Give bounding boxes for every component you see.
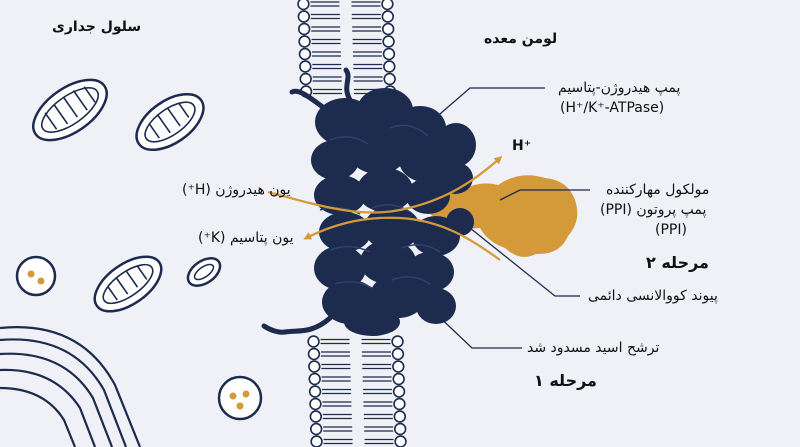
gastric-lumen-label: لومن معده <box>484 31 558 47</box>
lipid-head <box>383 60 396 73</box>
lipid-head <box>393 422 407 436</box>
lipid-head <box>381 22 395 36</box>
lipid-head <box>392 385 406 398</box>
lipid-head <box>308 385 322 398</box>
lipid-head <box>392 360 405 373</box>
protein-texture <box>319 124 441 289</box>
lipid-head <box>308 360 321 373</box>
acid-blocked-label: ترشح اسید مسدود شد <box>527 340 660 356</box>
h-ion-label: H⁺ <box>512 138 532 154</box>
lipid-head <box>299 60 312 73</box>
lipid-head <box>308 372 321 386</box>
lipid-head <box>391 335 404 348</box>
ppi-label-line2: پمپ پروتون (PPI) <box>600 202 707 218</box>
lipid-head <box>309 422 323 436</box>
mitochondrion-1 <box>32 78 108 142</box>
pump-name-label: پمپ هیدروژن-پتاسیم <box>558 80 681 96</box>
ion-arrows <box>267 155 503 261</box>
step-1-label: مرحله ۱ <box>534 371 597 390</box>
lipid-head <box>393 397 406 411</box>
mitochondrion-4 <box>186 257 222 287</box>
hydrogen-ion-label: یون هیدروژن (H⁺) <box>182 182 291 198</box>
lipid-head <box>382 47 396 61</box>
potassium-ion-label: یون پتاسیم (K⁺) <box>198 230 294 246</box>
lipid-head <box>383 72 396 86</box>
lipid-head <box>310 435 323 447</box>
lipid-head <box>381 10 395 23</box>
lipid-head <box>307 347 321 361</box>
covalent-bond-label: پیوند کووالانسی دائمی <box>588 288 718 304</box>
lipid-head <box>309 397 322 411</box>
proton-pump-protein <box>311 88 476 336</box>
lipid-head <box>297 22 311 36</box>
protein-chain-tails <box>261 67 353 335</box>
ppi-inhibitor-molecule <box>420 175 578 257</box>
vesicle-2 <box>217 375 263 421</box>
mitochondrion-2 <box>135 92 205 152</box>
lipid-head <box>392 372 405 386</box>
ppi-label-line1: مولکول مهارکننده <box>606 182 710 198</box>
lipid-head <box>309 410 323 423</box>
cell-membrane <box>0 326 142 447</box>
lipid-head <box>393 410 407 423</box>
lipid-head <box>297 10 311 23</box>
step-2-label: مرحله ۲ <box>646 253 709 272</box>
pump-formula-label: (H⁺/K⁺-ATPase) <box>560 100 665 116</box>
lipid-head <box>382 35 395 48</box>
vesicle-1 <box>15 255 57 297</box>
parietal-cell-label: سلول جداری <box>52 19 142 35</box>
ppi-label-line3: (PPI) <box>655 222 687 238</box>
mitochondrion-3 <box>93 255 163 313</box>
lipid-head <box>297 0 310 11</box>
lipid-head <box>298 35 311 48</box>
lipid-head <box>391 347 405 361</box>
lipid-head <box>299 72 312 86</box>
lipid-head <box>307 335 320 348</box>
lipid-head <box>381 0 394 11</box>
lipid-head <box>394 435 407 447</box>
lipid-head <box>298 47 312 61</box>
lipid-bilayer <box>297 0 407 447</box>
callout-lines <box>425 87 590 349</box>
